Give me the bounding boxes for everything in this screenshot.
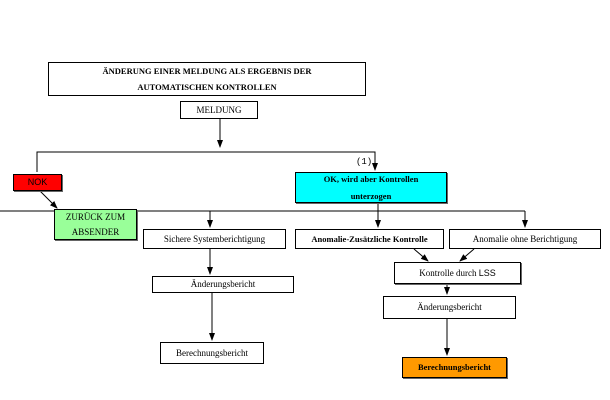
title-line-2: AUTOMATISCHEN KONTROLLEN (137, 81, 277, 92)
node-zurueck-line-1: ZURÜCK ZUM (65, 211, 126, 222)
node-ok-line-1: OK, wird aber Kontrollen (323, 174, 419, 184)
node-anomalie-zus-label: Anomalie-Zusätzliche Kontrolle (311, 233, 428, 244)
ok-annotation: (1) (356, 157, 373, 167)
node-zurueck-zum-absender[interactable]: ZURÜCK ZUM ABSENDER (54, 209, 137, 240)
node-anomalie-ohne-label: Anomalie ohne Berichtigung (472, 233, 578, 244)
node-nok-label: NOK (27, 177, 48, 187)
node-kontrolle-lss: LSS (478, 267, 496, 278)
diagram-title: ÄNDERUNG EINER MELDUNG ALS ERGEBNIS DER … (48, 62, 366, 96)
arrow-nok-zurueck (39, 190, 58, 209)
node-berechnung-right-label: Berechnungsbericht (417, 362, 492, 373)
node-nok[interactable]: NOK (13, 174, 62, 191)
node-berechnungsbericht-left[interactable]: Berechnungsbericht (160, 342, 264, 364)
node-meldung[interactable]: MELDUNG (180, 101, 258, 119)
arrow-anomalie-ohne-kontrolle (459, 248, 475, 262)
node-sichere-label: Sichere Systemberichtigung (163, 233, 266, 244)
split-line-main (36, 151, 378, 172)
node-kontrolle-prefix: Kontrolle durch (419, 267, 479, 278)
node-aenderungsbericht-left[interactable]: Änderungsbericht (152, 276, 294, 293)
node-anomalie-zusaetzliche-kontrolle[interactable]: Anomalie-Zusätzliche Kontrolle (295, 229, 444, 249)
node-berechnungsbericht-right[interactable]: Berechnungsbericht (402, 357, 507, 378)
title-line-1: ÄNDERUNG EINER MELDUNG ALS ERGEBNIS DER (102, 66, 312, 76)
node-anomalie-ohne-berichtigung[interactable]: Anomalie ohne Berichtigung (449, 229, 601, 249)
node-sichere-systemberichtigung[interactable]: Sichere Systemberichtigung (143, 229, 286, 249)
node-aenderung-right-label: Änderungsbericht (417, 302, 482, 312)
node-meldung-label: MELDUNG (196, 104, 242, 115)
node-aenderungsbericht-right[interactable]: Änderungsbericht (383, 296, 516, 319)
arrow-anomalie-zus-kontrolle (413, 248, 429, 262)
node-ok-line-2: unterzogen (350, 190, 392, 201)
node-berechnung-left-label: Berechnungsbericht (176, 347, 248, 358)
node-kontrolle-durch-lss[interactable]: Kontrolle durch LSS (394, 262, 521, 284)
node-zurueck-line-2: ABSENDER (71, 226, 120, 237)
node-ok-kontrollen[interactable]: OK, wird aber Kontrollen unterzogen (295, 172, 447, 203)
node-aenderung-left-label: Änderungsbericht (190, 279, 256, 289)
